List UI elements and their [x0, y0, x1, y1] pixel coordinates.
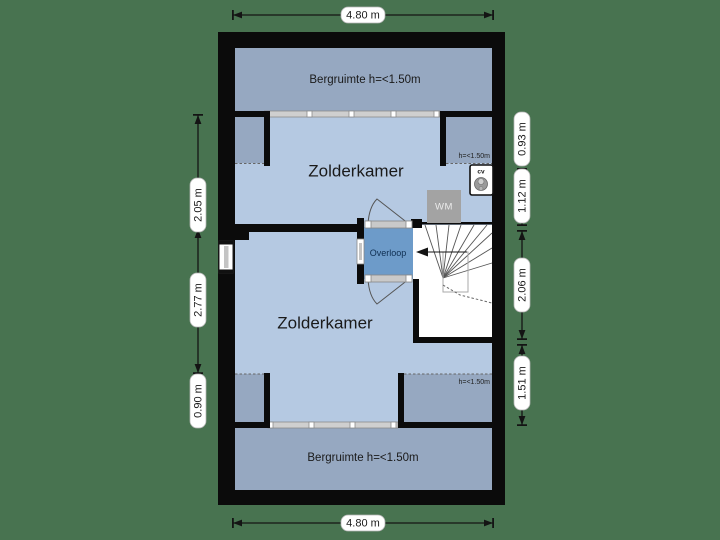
dimension-right-value: 1.12 m [517, 179, 529, 213]
wall-stub [398, 373, 404, 428]
washing-machine-box: WM [427, 190, 461, 223]
dimension-right-value: 2.06 m [517, 268, 529, 302]
dimension-right: 0.93 m 1.12 m 2.06 m 1.51 m [513, 111, 531, 426]
dimension-left-value: 2.05 m [193, 188, 205, 222]
dimension-left: 2.05 m 2.77 m 0.90 m [189, 114, 207, 429]
wall-segment [398, 422, 492, 428]
dimension-left-value: 0.90 m [193, 384, 205, 418]
knee-wall-bottom [269, 421, 399, 429]
dimension-top: 4.80 m [232, 6, 494, 24]
dimension-bottom: 4.80 m [232, 514, 494, 532]
door-bottom [364, 274, 413, 305]
divider-wall-pier [235, 224, 249, 240]
label-overloop: Overloop [370, 248, 407, 258]
wall-stub [440, 111, 446, 166]
dimension-right-value: 1.51 m [517, 366, 529, 400]
stairwell-left-wall [413, 279, 419, 343]
stair-direction-arrow-icon [416, 247, 467, 257]
room-bergruimte-bottom [235, 428, 492, 490]
knee-wall-bottom-posts [267, 421, 397, 429]
label-low-height-upper: h=<1.50m [458, 153, 490, 160]
label-zolderkamer-upper: Zolderkamer [308, 162, 404, 181]
label-bergruimte-bottom: Bergruimte h=<1.50m [307, 452, 418, 464]
low-zone-bottom-right [404, 374, 492, 422]
stairwell-bottom-wall [413, 337, 492, 343]
wall-segment [235, 111, 267, 117]
dimension-top-value: 4.80 m [346, 10, 380, 22]
wall-stub [264, 111, 270, 166]
door-top [364, 198, 413, 229]
overloop-wall-window-icon [356, 238, 365, 265]
stairwell-top-edge [412, 222, 492, 225]
dimension-right-value: 0.93 m [517, 122, 529, 156]
boiler-label: cv [477, 169, 485, 176]
low-zone-top-left [235, 117, 264, 163]
divider-wall [235, 224, 359, 232]
room-bergruimte-top [235, 48, 492, 112]
window-icon [218, 240, 234, 274]
wall-segment [440, 111, 492, 117]
boiler-box: cv [469, 164, 494, 196]
boiler-icon [474, 177, 488, 191]
label-zolderkamer-lower: Zolderkamer [277, 314, 373, 333]
stairwell [413, 225, 492, 337]
wall-segment [235, 422, 270, 428]
stair-cut-dashed-line [442, 284, 493, 304]
label-low-height-lower: h=<1.50m [458, 379, 490, 386]
washing-machine-label: WM [435, 202, 453, 213]
dimension-left-value: 2.77 m [193, 283, 205, 317]
wall-stub [264, 373, 270, 428]
room-overloop [363, 227, 413, 279]
dimension-bottom-value: 4.80 m [346, 518, 380, 530]
low-zone-top-right [446, 117, 492, 163]
label-bergruimte-top: Bergruimte h=<1.50m [309, 74, 420, 86]
low-zone-bottom-left [235, 374, 264, 422]
